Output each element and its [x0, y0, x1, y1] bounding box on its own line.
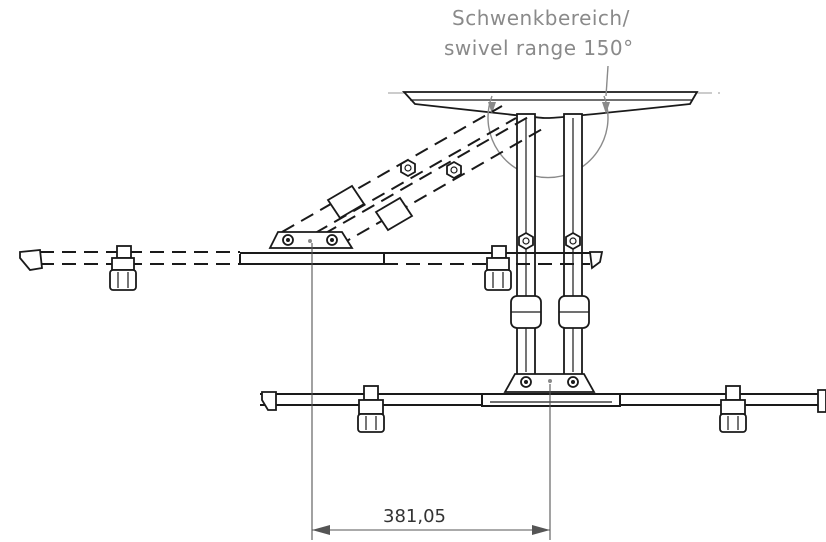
mount-plate: [503, 373, 596, 393]
bar-clamp-left: [357, 385, 385, 433]
swivelled-crossbar: [40, 251, 590, 265]
pole-bolt-right: [565, 231, 581, 251]
swivelled-pole-left: [281, 105, 517, 245]
crossbar-endcap-right: [817, 389, 826, 413]
swivelled-bar-clamp-right: [484, 245, 512, 291]
swivelled-bolt-left: [400, 158, 416, 178]
dimension-value: 381,05: [383, 506, 446, 527]
swivelled-bar-clamp-left: [109, 245, 137, 291]
swivelled-clamp-right: [374, 196, 414, 232]
swivelled-endcap-right: [588, 251, 604, 270]
ceiling-plate: [401, 91, 699, 119]
swivelled-endcap-left: [19, 249, 43, 271]
swivel-range-label-de: Schwenkbereich/: [452, 6, 630, 30]
dimension-arrow-left: [312, 525, 330, 535]
dimension-arrow-right: [532, 525, 550, 535]
swivelled-mount-plate: [268, 231, 354, 249]
swivelled-pole-right: [323, 115, 545, 247]
bar-clamp-right: [719, 385, 747, 433]
swivel-arc-arrow-left: [488, 102, 496, 114]
pole-bolt-left: [518, 231, 534, 251]
swivelled-clamp-left: [326, 184, 366, 220]
crossbar-endcap-left: [261, 391, 277, 411]
swivel-range-label-en: swivel range 150°: [444, 36, 634, 60]
swivel-range-arc: [487, 95, 609, 179]
swivelled-bolt-right: [446, 160, 462, 180]
swivel-arc-arrow-right: [602, 102, 610, 114]
